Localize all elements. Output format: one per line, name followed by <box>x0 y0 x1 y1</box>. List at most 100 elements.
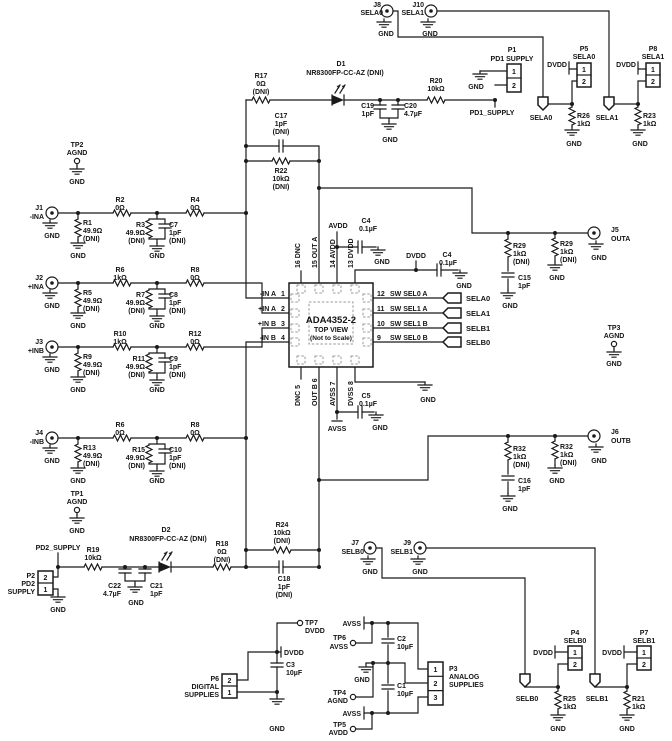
connector-ref: J3 <box>35 339 43 346</box>
resistor-val: 10kΩ <box>427 86 445 93</box>
gnd-icon <box>358 663 374 673</box>
header-name: SELA1 <box>642 54 665 61</box>
capacitor-ref: C21 <box>150 583 163 590</box>
capacitor-ref: C9 <box>169 356 178 363</box>
header-ref: P3 <box>449 666 458 673</box>
dvdd-label: DVDD <box>602 650 622 657</box>
capacitor-val: 0.1µF <box>359 401 378 408</box>
header-ref: P6 <box>210 676 219 683</box>
connector-j3: J3 +INB GND <box>28 339 60 374</box>
gnd-label: GND <box>422 31 438 38</box>
resistor-val: 1kΩ <box>113 339 127 346</box>
resistor-val: 0Ω <box>190 430 200 437</box>
capacitor-val: 4.7µF <box>404 111 423 118</box>
connector-net: -INA <box>30 214 44 221</box>
resistor-note: (DNI) <box>128 238 145 245</box>
resistor-r2: R2 0Ω <box>112 197 132 217</box>
resistor-r18: R18 0Ω (DNI) <box>212 541 232 571</box>
net-label-selb0: SELB0 <box>516 696 539 703</box>
chip-pin4-name: -IN B <box>260 335 276 342</box>
resistor-val: 1kΩ <box>560 452 574 459</box>
resistor-note: (DNI) <box>83 236 100 243</box>
chip-pin1-name: -IN A <box>260 291 276 298</box>
header-p1: P1 PD1 SUPPLY 1 2 GND PD1_SUPPLY <box>468 47 534 117</box>
resistor-ref: R29 <box>560 241 573 248</box>
capacitor-ref: C15 <box>518 275 531 282</box>
capacitor-note: (DNI) <box>276 592 293 599</box>
resistor-val: 0Ω <box>115 205 125 212</box>
resistor-r14: R6 0Ω <box>112 422 132 442</box>
dvss-gnd: GND <box>417 381 436 404</box>
testpoint-ref: TP3 <box>608 325 621 332</box>
header-ref: P7 <box>640 630 649 637</box>
dvdd-bypass: DVDD C4 0.1µF GND <box>406 252 472 290</box>
connector-ref: J9 <box>403 540 411 547</box>
resistor-val: 1kΩ <box>560 249 574 256</box>
chip-select-flags: SELA0 SELA1 SELB1 SELB0 <box>442 292 490 348</box>
avdd-bypass: AVDD C4 0.1µF GND <box>328 218 389 266</box>
net-label-sela0: SELA0 <box>466 294 490 303</box>
connector-j2: J2 +INA GND <box>28 275 60 310</box>
gnd-label: GND <box>374 259 390 266</box>
resistor-ref: R3 <box>136 222 145 229</box>
chip-pin1-num: 1 <box>281 291 285 298</box>
gnd-label: GND <box>412 569 428 576</box>
gnd-label: GND <box>70 323 86 330</box>
net-label-selb1: SELB1 <box>466 324 490 333</box>
chip-pin13-label: 13 DVDD <box>348 238 355 268</box>
resistor-val: 0Ω <box>190 275 200 282</box>
gnd-label: GND <box>549 478 565 485</box>
resistor-r29b: R29 1kΩ (DNI) GND <box>547 237 577 282</box>
resistor-note: (DNI) <box>128 308 145 315</box>
capacitor-val: 1pF <box>169 455 182 462</box>
resistor-r12: R12 0Ω <box>185 331 205 351</box>
avss-label: AVSS <box>328 426 347 433</box>
resistor-val: 49.9Ω <box>83 228 103 235</box>
pin-number: 1 <box>582 67 586 74</box>
connector-j6: J6 OUTB GND <box>587 429 631 465</box>
resistor-r25: R25 1kΩ GND <box>550 690 577 733</box>
chip-part-number: ADA4352-2 <box>306 315 356 326</box>
avss-label: AVSS <box>342 621 361 628</box>
resistor-ref: R17 <box>255 73 268 80</box>
header-p4: P4 SELB0 1 2 DVDD R25 1kΩ GND <box>533 630 586 733</box>
resistor-r16: R8 0Ω <box>185 422 205 442</box>
resistor-ref: R26 <box>577 113 590 120</box>
resistor-r32b: R32 1kΩ (DNI) GND <box>547 440 577 485</box>
capacitor-val: 10µF <box>397 644 414 651</box>
gnd-label: GND <box>378 31 394 38</box>
header-ref: P4 <box>571 630 580 637</box>
connector-ref: J2 <box>35 275 43 282</box>
header-name: SELB1 <box>633 638 656 645</box>
pin-number: 1 <box>44 587 48 594</box>
r3-c7-network: R3 49.9Ω (DNI) C7 1pF (DNI) GND <box>126 213 186 260</box>
resistor-r8: R8 0Ω <box>185 267 205 287</box>
net-label-pd1-supply: PD1_SUPPLY <box>470 110 515 117</box>
connector-net: +INA <box>28 284 44 291</box>
capacitor-val: 1pF <box>169 364 182 371</box>
header-name: PD1 SUPPLY <box>491 56 534 63</box>
gnd-label: GND <box>456 283 472 290</box>
chip-pin6-label: OUT B 6 <box>312 378 319 406</box>
resistor-ref: R21 <box>632 696 645 703</box>
chip-scale-note: (Not to Scale) <box>310 335 352 342</box>
chip-pin11-name: SW SEL1 A <box>390 306 427 313</box>
resistor-ref: R8 <box>191 422 200 429</box>
resistor-ref: R11 <box>133 356 146 363</box>
capacitor-val: 1pF <box>278 584 291 591</box>
pin-number: 2 <box>651 79 655 86</box>
capacitor-ref: C10 <box>169 447 182 454</box>
connector-ref: J1 <box>35 205 43 212</box>
resistor-val: 0Ω <box>190 339 200 346</box>
gnd-label: GND <box>149 478 165 485</box>
capacitor-val: 4.7µF <box>103 591 122 598</box>
chip-pin10-num: 10 <box>377 321 385 328</box>
capacitor-ref: C22 <box>108 583 121 590</box>
resistor-r29a: R29 1kΩ (DNI) <box>504 238 530 266</box>
gnd-label: GND <box>566 141 582 148</box>
capacitor-ref: C18 <box>278 576 291 583</box>
resistor-r19: R19 10kΩ <box>83 547 103 571</box>
chip-pin10-name: SW SEL1 B <box>390 321 428 328</box>
connector-j4: J4 -INB GND <box>30 430 60 465</box>
chip-pin9-name: SW SEL0 B <box>390 335 428 342</box>
